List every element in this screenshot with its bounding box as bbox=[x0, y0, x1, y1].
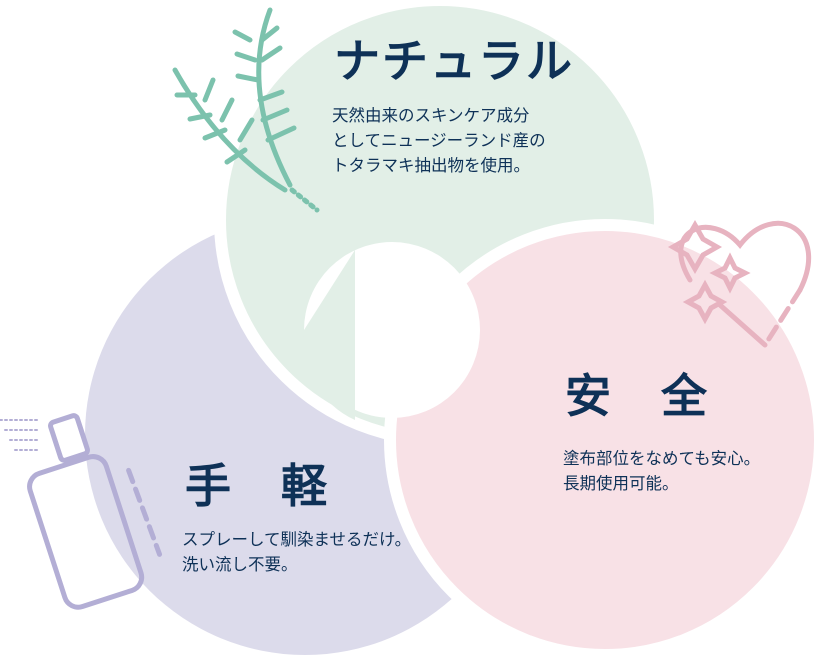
easy-title: 手 軽 bbox=[185, 459, 329, 513]
heart-sparkle-icon bbox=[667, 219, 812, 348]
easy-description: スプレーして馴染ませるだけ。 洗い流し不要。 bbox=[182, 530, 412, 574]
safe-title: 安 全 bbox=[565, 369, 709, 423]
natural-description: 天然由来のスキンケア成分 としてニュージーランド産の トタラマキ抽出物を使用。 bbox=[332, 106, 546, 175]
safe-circle bbox=[384, 219, 822, 661]
leaf-sprig-icon bbox=[172, 7, 320, 213]
safe-description: 塗布部位をなめても安心。 長期使用可能。 bbox=[563, 449, 761, 493]
natural-title: ナチュラル bbox=[334, 34, 574, 88]
spray-bottle-icon bbox=[0, 413, 163, 610]
